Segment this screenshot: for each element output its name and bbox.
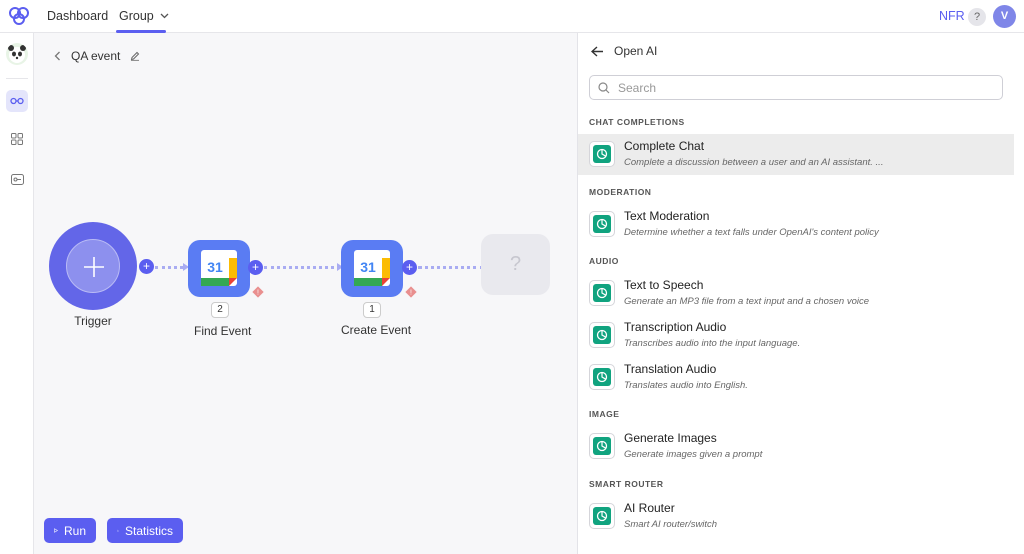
openai-icon [589, 433, 615, 459]
search-icon [598, 81, 610, 93]
trigger-inner [66, 239, 120, 293]
action-title: Complete Chat [624, 139, 705, 153]
apps-grid-icon [11, 133, 23, 145]
search-box[interactable] [589, 75, 1003, 100]
add-step-button[interactable]: + [248, 260, 263, 275]
search-input[interactable] [618, 80, 998, 95]
warning-icon[interactable]: ! [252, 286, 264, 298]
connector-edge [155, 266, 183, 269]
action-description: Generate images given a prompt [624, 449, 763, 460]
find-event-label: Find Event [194, 324, 252, 338]
arrowhead-icon [337, 263, 343, 271]
action-title: AI Router [624, 501, 675, 515]
user-avatar[interactable]: V [993, 5, 1016, 28]
sidebar-item-apps[interactable] [6, 128, 28, 150]
nav-group[interactable]: Group [119, 9, 169, 23]
action-generate-images[interactable]: Generate Images Generate images given a … [578, 426, 1014, 467]
svg-text:!: ! [257, 290, 259, 297]
action-title: Transcription Audio [624, 320, 727, 334]
connector-edge [418, 266, 484, 269]
help-button[interactable]: ? [968, 8, 986, 26]
arrow-left-icon[interactable] [591, 45, 604, 57]
trigger-label: Trigger [74, 314, 112, 328]
section-chat-completions: CHAT COMPLETIONS [589, 117, 685, 127]
account-label[interactable]: NFR [939, 9, 965, 23]
sidebar-item-flows[interactable] [6, 90, 28, 112]
chevron-down-icon [160, 13, 169, 19]
action-text-to-speech[interactable]: Text to Speech Generate an MP3 file from… [578, 273, 1014, 314]
top-bar: Dashboard Group NFR ? V [0, 0, 1024, 33]
run-button-label: Run [63, 523, 86, 538]
active-nav-indicator [116, 30, 166, 33]
find-event-node[interactable]: 31 [188, 240, 250, 297]
action-ai-router[interactable]: AI Router Smart AI router/switch [578, 496, 1014, 537]
nav-dashboard[interactable]: Dashboard [47, 9, 109, 23]
action-description: Smart AI router/switch [624, 519, 718, 530]
action-description: Generate an MP3 file from a text input a… [624, 296, 870, 307]
calendar-day-text: 31 [360, 259, 376, 275]
panda-avatar-icon[interactable] [6, 43, 28, 65]
chart-icon [117, 529, 119, 532]
add-step-button[interactable]: + [139, 259, 154, 274]
edit-pencil-icon[interactable] [130, 51, 140, 61]
panel-header: Open AI [591, 44, 657, 58]
openai-icon [589, 503, 615, 529]
openai-icon [589, 211, 615, 237]
openai-icon [589, 280, 615, 306]
node-step-count: 2 [211, 302, 229, 318]
arrowhead-icon [183, 263, 189, 271]
openai-icon [589, 141, 615, 167]
flow-canvas[interactable]: QA event Trigger + 31 ! 2 Find Event + [34, 33, 577, 554]
flow-title: QA event [71, 49, 121, 63]
action-description: Determine whether a text falls under Ope… [624, 227, 879, 238]
action-title: Translation Audio [624, 362, 717, 376]
panel-title: Open AI [614, 44, 658, 58]
svg-text:!: ! [410, 290, 412, 297]
statistics-button-label: Statistics [124, 523, 173, 538]
warning-icon[interactable]: ! [405, 286, 417, 298]
left-sidebar [0, 33, 34, 554]
run-button[interactable]: Run [44, 518, 96, 543]
action-description: Translates audio into English. [624, 380, 748, 391]
openai-icon [589, 322, 615, 348]
chevron-left-icon[interactable] [54, 51, 61, 61]
section-moderation: MODERATION [589, 187, 652, 197]
add-step-button[interactable]: + [402, 260, 417, 275]
action-description: Complete a discussion between a user and… [624, 157, 884, 168]
play-icon [54, 528, 58, 533]
create-event-node[interactable]: 31 [341, 240, 403, 297]
statistics-button[interactable]: Statistics [107, 518, 183, 543]
app-logo-icon[interactable] [8, 6, 30, 26]
node-step-count: 1 [363, 302, 381, 318]
action-text-moderation[interactable]: Text Moderation Determine whether a text… [578, 204, 1014, 245]
placeholder-node[interactable]: ? [481, 234, 550, 295]
action-translation-audio[interactable]: Translation Audio Translates audio into … [578, 357, 1014, 398]
google-calendar-icon: 31 [354, 250, 390, 286]
action-title: Text Moderation [624, 209, 710, 223]
section-smart-router: SMART ROUTER [589, 479, 664, 489]
sidebar-divider [6, 78, 28, 79]
connector-edge [264, 266, 340, 269]
section-audio: AUDIO [589, 256, 619, 266]
action-picker-panel: Open AI CHAT COMPLETIONS Complete Chat C… [577, 33, 1024, 554]
calendar-day-text: 31 [207, 259, 223, 275]
nav-group-label: Group [119, 9, 154, 23]
google-calendar-icon: 31 [201, 250, 237, 286]
action-transcription-audio[interactable]: Transcription Audio Transcribes audio in… [578, 315, 1014, 356]
section-image: IMAGE [589, 409, 620, 419]
trigger-node[interactable] [49, 222, 137, 310]
plus-icon [84, 257, 104, 277]
action-title: Text to Speech [624, 278, 704, 292]
sidebar-item-keys[interactable] [6, 168, 28, 190]
key-icon [10, 173, 24, 185]
action-complete-chat[interactable]: Complete Chat Complete a discussion betw… [578, 134, 1014, 175]
flows-icon [10, 97, 24, 105]
action-title: Generate Images [624, 431, 717, 445]
create-event-label: Create Event [341, 323, 412, 337]
action-description: Transcribes audio into the input languag… [624, 338, 801, 349]
openai-icon [589, 364, 615, 390]
breadcrumb: QA event [54, 49, 140, 63]
